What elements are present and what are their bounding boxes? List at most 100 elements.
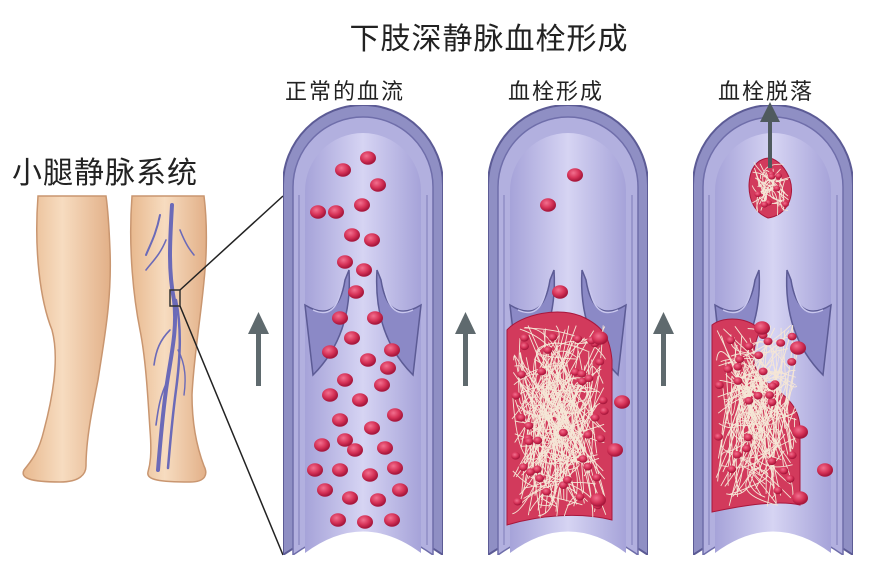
- fibrin-strand: [724, 377, 787, 487]
- fibrin-strand: [728, 351, 780, 470]
- red-blood-cell: [520, 342, 530, 351]
- red-blood-cell: [360, 353, 376, 367]
- right-leg: [129, 195, 208, 483]
- red-blood-cell: [767, 457, 777, 466]
- red-blood-cell: [773, 185, 781, 192]
- red-blood-cell: [330, 513, 346, 527]
- red-blood-cell: [733, 362, 743, 371]
- fibrin-strand: [538, 464, 559, 517]
- red-blood-cell: [525, 468, 535, 476]
- red-blood-cell: [332, 413, 348, 427]
- blood-cells-formation: [511, 168, 630, 510]
- fibrin-strand: [563, 495, 588, 517]
- fibrin-strand: [739, 371, 758, 465]
- red-blood-cell: [543, 346, 553, 354]
- calf-veins: [145, 203, 195, 472]
- fibrin-strand: [533, 369, 573, 419]
- red-blood-cell: [596, 434, 606, 443]
- fibrin-strand: [571, 391, 605, 495]
- fibrin-strand: [730, 401, 767, 494]
- red-blood-cell: [387, 461, 403, 475]
- red-blood-cell: [595, 358, 605, 366]
- red-blood-cell: [598, 396, 608, 405]
- red-blood-cell: [532, 465, 542, 474]
- fibrin-strand: [753, 161, 789, 197]
- red-blood-cell: [792, 425, 808, 439]
- red-blood-cell: [307, 463, 323, 477]
- red-blood-cell: [592, 473, 602, 482]
- red-blood-cell: [524, 437, 534, 446]
- red-blood-cell: [590, 413, 600, 422]
- fibrin-strand: [554, 358, 573, 387]
- red-blood-cell: [328, 205, 344, 219]
- red-blood-cell: [357, 515, 373, 529]
- fibrin-strand: [518, 338, 531, 405]
- fibrin-strand: [519, 328, 573, 486]
- red-blood-cell: [760, 201, 768, 208]
- red-blood-cell: [578, 455, 588, 463]
- zoom-box: [169, 289, 181, 307]
- blood-cells-normal: [307, 151, 408, 529]
- up-arrow-icon: [653, 312, 674, 386]
- fibrin-strand: [521, 402, 601, 476]
- fibrin-strand: [542, 389, 576, 494]
- red-blood-cell: [344, 331, 360, 345]
- red-blood-cell: [733, 377, 743, 385]
- fibrin-strand: [532, 385, 600, 428]
- red-blood-cell: [781, 201, 789, 208]
- up-arrow-icon: [248, 312, 269, 386]
- red-blood-cell: [540, 198, 556, 212]
- fibrin-strand: [780, 180, 789, 211]
- red-blood-cell: [322, 388, 338, 402]
- fibrin-strand: [745, 330, 786, 441]
- fibrin-strand: [766, 361, 778, 507]
- red-blood-cell: [356, 263, 372, 277]
- fibrin-strand: [762, 186, 783, 203]
- fibrin-strand: [572, 387, 601, 465]
- red-blood-cell: [347, 443, 363, 457]
- fibrin-strand: [540, 495, 583, 508]
- red-blood-cell: [533, 436, 543, 445]
- red-blood-cell: [575, 492, 585, 501]
- fibrin-strand: [719, 379, 784, 468]
- vessel-thrombus-detachment: [693, 102, 853, 555]
- fibrin-strand: [718, 334, 767, 429]
- fibrin-strand: [747, 341, 789, 414]
- red-blood-cell: [714, 433, 724, 441]
- red-blood-cell: [767, 382, 777, 390]
- red-blood-cell: [743, 433, 753, 442]
- red-blood-cell: [513, 497, 523, 506]
- red-blood-cell: [364, 233, 380, 247]
- red-blood-cell: [590, 493, 606, 507]
- fibrin-strand: [754, 170, 762, 188]
- red-blood-cell: [744, 342, 754, 350]
- red-blood-cell: [787, 332, 797, 341]
- blood-cells-detachment: [714, 171, 833, 505]
- fibrin-strand: [723, 372, 780, 401]
- fibrin-strand: [749, 471, 777, 505]
- red-blood-cell: [558, 428, 568, 437]
- fibrin-strand: [734, 326, 772, 374]
- red-blood-cell: [348, 285, 364, 299]
- calf-vein-system-label: 小腿静脉系统: [12, 156, 198, 191]
- red-blood-cell: [767, 398, 777, 407]
- red-blood-cell: [723, 365, 733, 373]
- fibrin-strand: [759, 448, 785, 476]
- red-blood-cell: [548, 333, 558, 341]
- red-blood-cell: [768, 173, 776, 180]
- fibrin-strand: [525, 382, 577, 463]
- red-blood-cell: [516, 370, 526, 379]
- fibrin-strand: [736, 374, 745, 492]
- red-blood-cell: [317, 483, 333, 497]
- vessel-thrombus-formation: [488, 105, 648, 555]
- red-blood-cell: [583, 430, 593, 439]
- red-blood-cell: [735, 355, 745, 364]
- legs-illustration: [22, 195, 208, 483]
- fibrin-strand: [536, 337, 586, 390]
- red-blood-cell: [614, 395, 630, 409]
- red-blood-cell: [552, 285, 568, 299]
- red-blood-cell: [314, 438, 330, 452]
- red-blood-cell: [384, 513, 400, 527]
- fibrin-strand: [529, 436, 588, 466]
- red-blood-cell: [511, 391, 521, 400]
